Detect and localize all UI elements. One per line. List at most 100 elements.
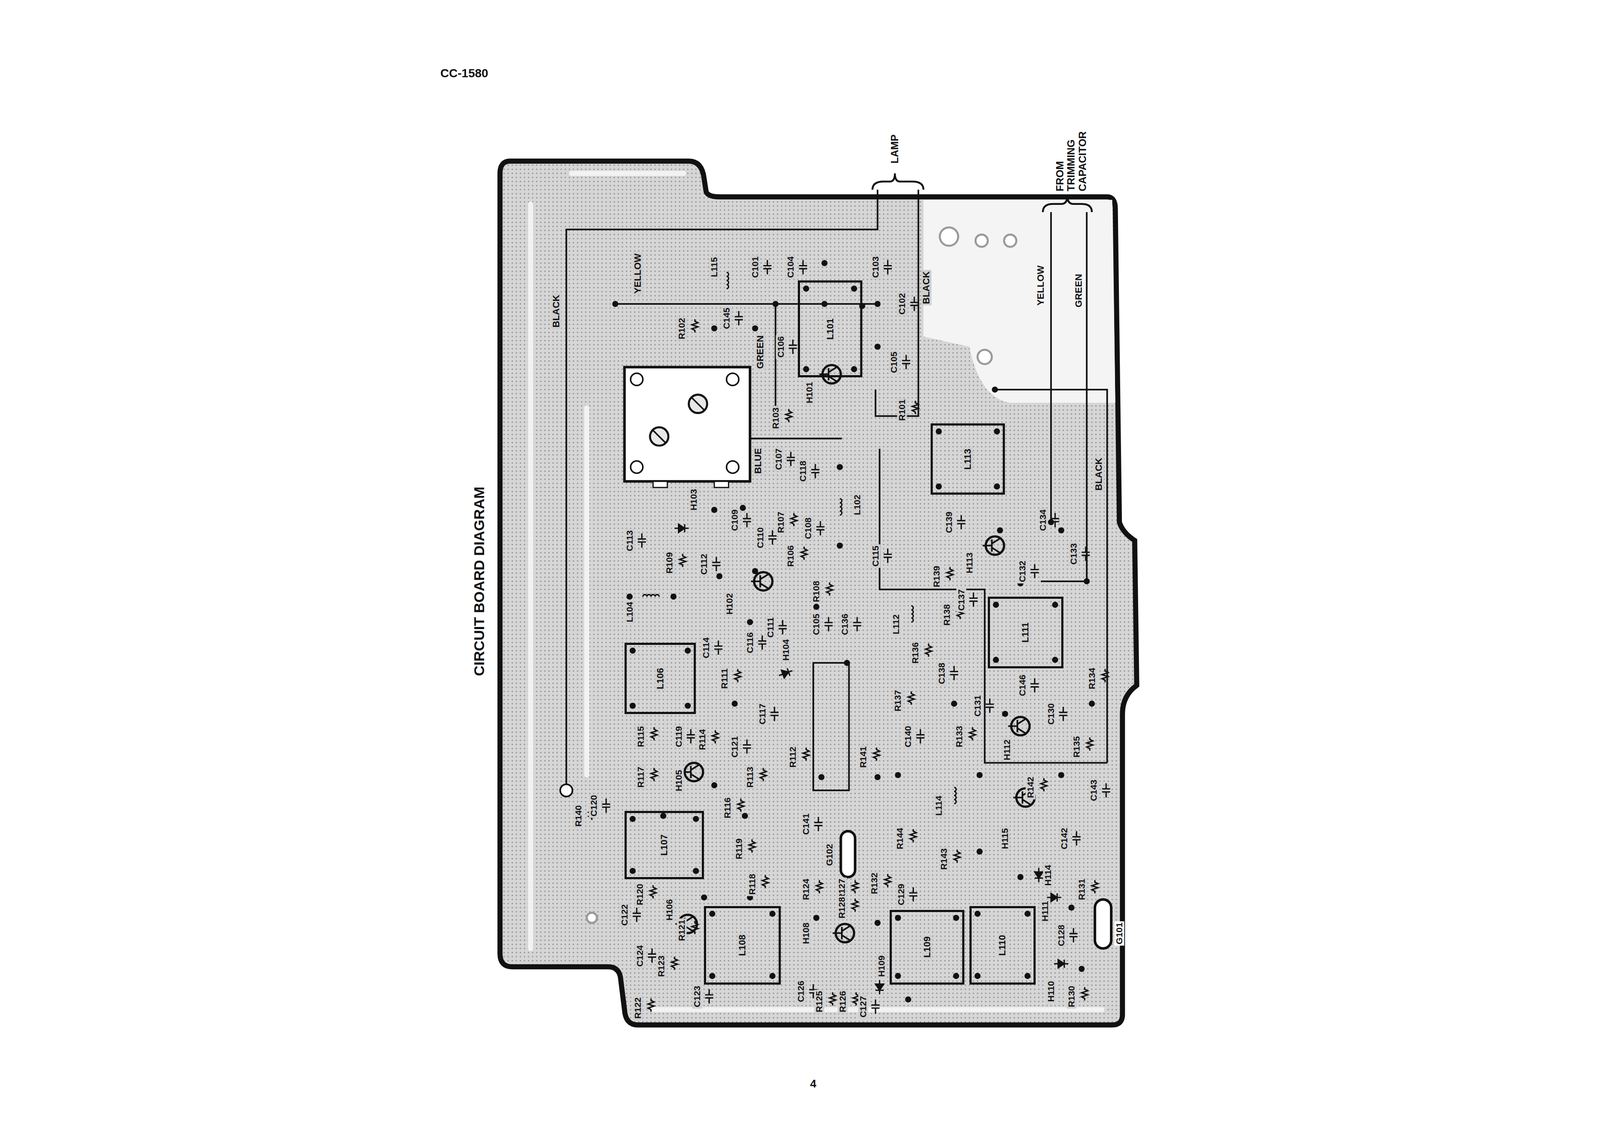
component-label: R123 [656, 954, 666, 979]
coil-symbol [839, 498, 842, 515]
wire-color: YELLOW [632, 252, 643, 295]
component-label: C115 [870, 544, 881, 568]
resistor-symbol [852, 898, 859, 912]
capacitor-body [624, 367, 751, 482]
capacitor-symbol [1059, 706, 1068, 722]
solder-point [935, 483, 942, 490]
capacitor-symbol [969, 592, 978, 607]
component-label: R112 [788, 745, 798, 769]
coil-box: L111 [987, 596, 1064, 669]
component-label: C139 [943, 510, 954, 535]
solder-point [1024, 910, 1031, 917]
resistor-symbol [816, 880, 823, 894]
component-label: R139 [931, 564, 942, 589]
resistor-symbol [691, 319, 698, 333]
solder-point [711, 507, 718, 514]
capacitor-symbol [632, 908, 641, 923]
component-label: C113 [624, 528, 635, 553]
coil-box: L110 [969, 906, 1036, 985]
solder-point [905, 996, 911, 1003]
capacitor-symbol [910, 296, 919, 311]
resistor-symbol [946, 567, 953, 581]
pad [939, 227, 958, 246]
solder-point [953, 973, 960, 980]
lamp-bracket [872, 173, 924, 190]
coil-label: L101 [824, 317, 836, 342]
component-label: R119 [733, 837, 744, 861]
solder-point [629, 816, 636, 823]
solder-point [874, 774, 881, 781]
solder-point [1048, 519, 1055, 526]
component-label: C120 [589, 794, 599, 818]
component-label: C133 [1068, 542, 1079, 567]
component-label: R134 [1086, 666, 1097, 691]
component-label: C109 [729, 508, 740, 533]
component-label: L102 [852, 493, 862, 517]
component-label: C110 [755, 525, 765, 550]
wire-color: BLACK [1093, 456, 1104, 493]
coil-symbol [954, 787, 957, 804]
coil-label: L109 [921, 935, 932, 960]
component-label: C131 [972, 694, 983, 719]
solder-point [1051, 601, 1058, 608]
component-label: H114 [1042, 863, 1053, 888]
coil-label: L108 [737, 933, 748, 958]
capacitor-symbol [883, 548, 892, 564]
component-label: R137 [893, 689, 903, 713]
component-label: R108 [811, 579, 822, 604]
transistor-leads [681, 764, 700, 780]
diode-symbol [1054, 960, 1069, 969]
component-label: R117 [636, 765, 646, 790]
component-label: C111 [765, 616, 776, 640]
capacitor-symbol [1069, 928, 1078, 943]
resistor-symbol [884, 874, 891, 888]
component-label: G102 [824, 842, 835, 868]
component-label: H103 [689, 487, 699, 512]
pad [1004, 234, 1017, 248]
capacitor-symbol [902, 355, 911, 370]
ground-lug [840, 831, 856, 878]
capacitor-symbol [1030, 678, 1039, 693]
bracket-label: LAMP [889, 133, 901, 165]
solder-point [974, 973, 981, 980]
solder-point [894, 914, 901, 921]
diagram-title: CIRCUIT BOARD DIAGRAM [471, 485, 488, 678]
solder-point [859, 303, 866, 310]
solder-point [1088, 700, 1095, 707]
capacitor-symbol [799, 259, 808, 275]
capacitor-symbol [601, 798, 611, 813]
solder-point [951, 700, 958, 707]
component-label: R113 [744, 765, 755, 790]
solder-point [992, 601, 999, 608]
solder-point [851, 366, 858, 373]
resistor-symbol [734, 669, 741, 683]
solder-point [894, 973, 901, 980]
component-label: R133 [954, 724, 964, 749]
component-label: C105 [811, 612, 822, 637]
capacitor-symbol [778, 620, 787, 635]
resistor-symbol [1091, 880, 1098, 894]
wire-color: YELLOW [1035, 264, 1046, 307]
solder-point [1058, 772, 1065, 779]
solder-point [739, 505, 746, 511]
coil-symbol [911, 605, 914, 622]
component-label: L115 [709, 256, 720, 279]
solder-point [684, 702, 691, 709]
pad [977, 350, 992, 365]
solder-point [993, 483, 1000, 490]
wire-color: BLUE [753, 446, 764, 476]
resistor-symbol [925, 643, 932, 657]
component-label: C141 [801, 812, 812, 837]
component-label: H112 [1002, 738, 1013, 762]
component-label: C102 [896, 291, 907, 316]
component-label: C142 [1059, 826, 1070, 851]
wire [813, 662, 850, 791]
coil-box: L101 [797, 280, 863, 378]
solder-point [953, 914, 960, 921]
coil-box: L108 [703, 906, 781, 985]
transistor-leads [819, 367, 837, 382]
wire [875, 189, 919, 416]
capacitor-symbol [1072, 831, 1081, 846]
solder-point [874, 919, 881, 926]
resistor-symbol [969, 727, 976, 741]
